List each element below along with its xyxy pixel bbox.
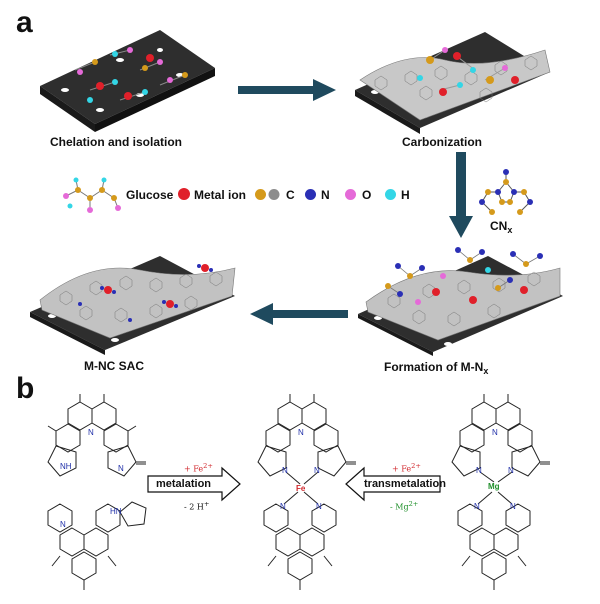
transmetalation-reagent-bottom: - Mg2+ (390, 500, 419, 512)
free-ligand-top (47, 394, 146, 477)
arrow-left-icon (250, 303, 348, 325)
atom-hn-left: HN (110, 507, 122, 516)
atom-n-left-bottom: N (60, 520, 66, 529)
transmetalation-arrow (345, 466, 441, 502)
metalation-reagent-top: + Fe2+ (184, 462, 213, 474)
cnx-label: CNx (490, 219, 513, 235)
metal-ion-icon (178, 188, 190, 200)
cnx-molecule-icon (479, 169, 533, 215)
metalation-reagent-bottom: - 2 H+ (184, 500, 210, 512)
transmetalation-reagent-top: + Fe2+ (392, 462, 421, 474)
arrow-right-icon (238, 79, 336, 101)
fe-complex (257, 394, 356, 590)
atom-n-right-3: N (474, 502, 480, 511)
atom-n-right-top: N (492, 428, 498, 437)
caption-m-nc-sac: M-NC SAC (84, 359, 144, 373)
free-ligand-bottom (47, 501, 147, 590)
legend-metal-ion-label: Metal ion (194, 188, 247, 202)
metalation-label: metalation (156, 478, 212, 490)
atom-n-mid-4: N (316, 502, 322, 511)
atom-n-left-right: N (118, 464, 124, 473)
atom-fe: Fe (296, 484, 306, 493)
caption-chelation: Chelation and isolation (50, 135, 183, 149)
atom-n-mid-1: N (282, 466, 288, 475)
hydrogen-atom-icon (385, 189, 396, 200)
chelation-scene (40, 30, 215, 132)
atom-n-mid-3: N (280, 502, 286, 511)
metalation-arrow (147, 466, 241, 502)
atom-n-right-4: N (510, 502, 516, 511)
legend-glucose-label: Glucose (126, 188, 174, 202)
oxygen-atom-icon (345, 189, 356, 200)
formation-m-nx-scene (358, 247, 563, 356)
legend-h-label: H (401, 188, 410, 202)
legend-c-label: C (286, 188, 295, 202)
caption-carbonization: Carbonization (402, 135, 482, 149)
atom-n-mid-2: N (314, 466, 320, 475)
panel-b-letter: b (16, 372, 35, 405)
carbon-atom-icon (255, 189, 280, 200)
atom-n-right-1: N (476, 466, 482, 475)
carbonization-scene (355, 32, 551, 134)
atom-nh-left: NH (60, 462, 72, 471)
atom-mg: Mg (488, 482, 500, 491)
atom-n-right-2: N (508, 466, 514, 475)
atom-n-mid-top: N (298, 428, 304, 437)
chelated-molecules (74, 47, 188, 103)
m-nc-sac-scene (30, 256, 236, 355)
transmetalation-label: transmetalation (364, 478, 446, 490)
atom-n-left-top: N (88, 428, 94, 437)
caption-formation-m-nx: Formation of M-Nx (384, 360, 489, 376)
legend-n-label: N (321, 188, 330, 202)
legend-o-label: O (362, 188, 372, 202)
panel-b-chemistry (47, 394, 550, 590)
arrow-down-icon (449, 152, 473, 238)
panel-a-letter: a (16, 6, 33, 39)
mg-complex (451, 394, 550, 590)
glucose-molecule-icon (63, 177, 121, 213)
nitrogen-atom-icon (305, 189, 316, 200)
